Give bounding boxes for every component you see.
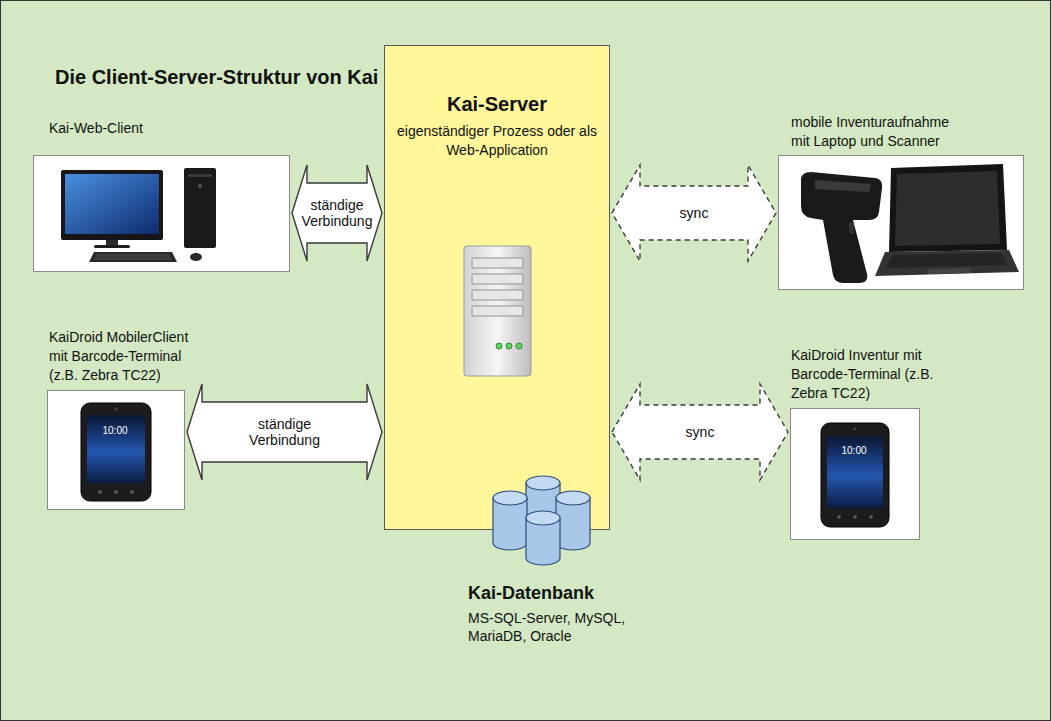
sync-arrow (612, 165, 776, 261)
server-illustration (385, 46, 611, 531)
database-node: Kai-DatenbankMS-SQL-Server, MySQL, Maria… (468, 583, 668, 646)
edge-label: sync (680, 205, 709, 221)
client-box: KaiDroid Inventur mit Barcode-Terminal (… (790, 408, 920, 540)
diagram-title: Die Client-Server-Struktur von Kai (55, 66, 378, 89)
node-heading: Kai-Datenbank (468, 583, 668, 605)
screen-clock: 10:00 (102, 425, 127, 436)
edge-label: ständige Verbindung (302, 197, 373, 229)
barcode-terminal-illustration (791, 409, 921, 541)
sync-arrow (612, 384, 788, 480)
node-heading: KaiDroid MobilerClient mit Barcode-Termi… (49, 328, 204, 385)
client-box: Kai-Web-Client (33, 155, 290, 272)
client-box: KaiDroid MobilerClient mit Barcode-Termi… (47, 390, 185, 510)
node-heading: mobile Inventuraufnahme mit Laptop und S… (791, 113, 971, 151)
node-heading: Kai-Server (385, 92, 609, 116)
barcode-terminal-illustration (48, 391, 186, 511)
edge-label: sync (686, 424, 715, 440)
laptop-scanner-illustration (779, 156, 1025, 291)
connection-arrow (187, 384, 382, 480)
node-text: eigenständiger Prozess oder als Web-Appl… (397, 122, 597, 160)
node-heading: Kai-Web-Client (49, 119, 269, 138)
node-heading: KaiDroid Inventur mit Barcode-Terminal (… (791, 346, 946, 403)
database-icon (488, 473, 598, 568)
edge-label: ständige Verbindung (249, 416, 320, 448)
desktop-computer-illustration (34, 156, 291, 273)
screen-clock: 10:00 (841, 445, 866, 456)
connection-arrow (292, 165, 382, 261)
client-box: mobile Inventuraufnahme mit Laptop und S… (778, 155, 1024, 290)
server-box: Kai-Server eigenständiger Prozess oder al… (384, 45, 610, 530)
node-text: MS-SQL-Server, MySQL, MariaDB, Oracle (468, 609, 668, 647)
